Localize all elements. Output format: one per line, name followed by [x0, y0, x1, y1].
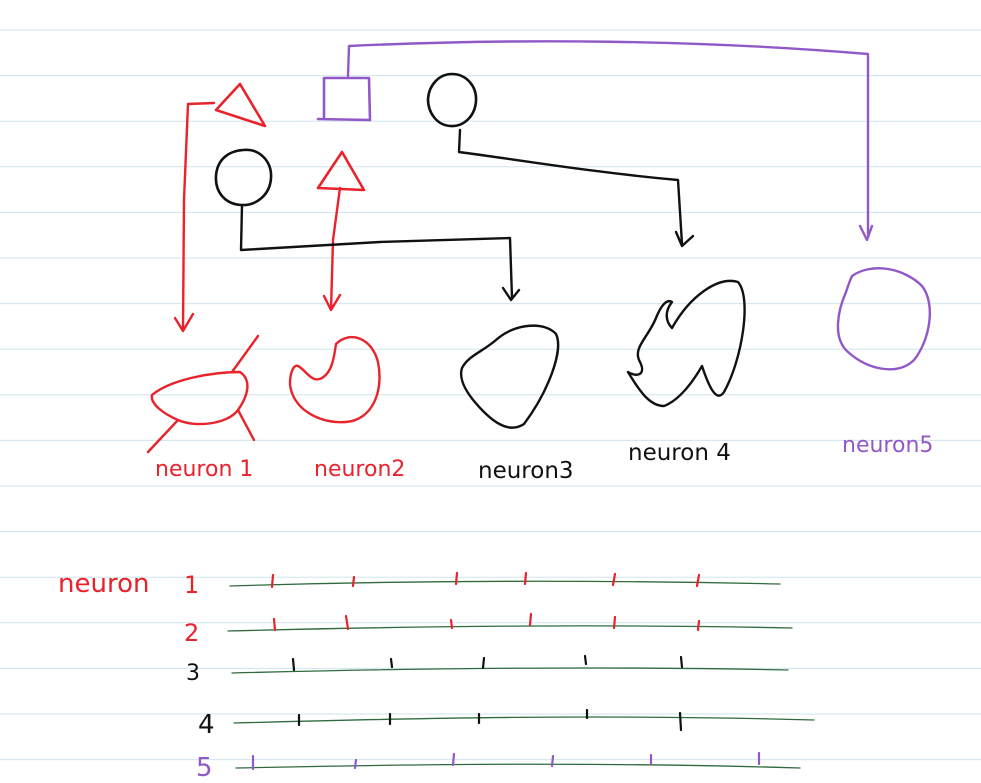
spike-tick — [695, 573, 701, 588]
raster-row-5-label: 5 — [196, 753, 213, 783]
raster-row-2-label: 2 — [184, 619, 199, 647]
spike-tick — [523, 571, 528, 586]
neuron-2-label: neuron2 — [314, 457, 405, 482]
red-triangle-stimulus-2 — [316, 150, 366, 192]
black-arrow-to-neuron-3 — [239, 203, 521, 302]
spike-tick — [550, 754, 555, 768]
spike-tick — [612, 615, 617, 630]
raster-row-header: neuron — [58, 569, 149, 599]
spike-tick — [353, 758, 358, 770]
neuron-4-label: neuron 4 — [628, 440, 731, 466]
spike-tick — [272, 617, 277, 632]
spike-tick — [696, 619, 701, 632]
black-circle-stimulus-2 — [426, 72, 478, 128]
raster-row-4-label: 4 — [198, 710, 215, 740]
purple-arrow-to-neuron-5 — [346, 40, 874, 242]
spike-tick — [611, 572, 617, 587]
purple-square-stimulus — [316, 76, 372, 122]
spike-tick — [389, 657, 394, 669]
spike-tick — [451, 752, 456, 767]
neuron-5-cell — [836, 267, 932, 371]
spike-tick — [678, 711, 683, 732]
red-arrow-to-neuron-1 — [173, 101, 216, 333]
spike-tick — [344, 614, 350, 631]
neuron-1-label: neuron 1 — [155, 457, 253, 482]
spike-tick — [270, 573, 275, 589]
neuron-5-label: neuron5 — [842, 433, 933, 458]
spike-tick — [583, 654, 588, 666]
spike-tick — [449, 618, 454, 630]
spike-tick — [528, 612, 533, 627]
black-arrow-to-neuron-4 — [457, 128, 695, 248]
raster-row-3-label: 3 — [186, 661, 200, 686]
raster-timeline-4 — [233, 716, 815, 724]
spike-tick — [351, 575, 356, 588]
raster-timeline-1 — [229, 580, 781, 587]
raster-timeline-2 — [227, 625, 793, 632]
neuron-3-cell — [459, 324, 560, 429]
black-circle-stimulus-1 — [214, 148, 273, 207]
raster-row-1-label: 1 — [184, 571, 199, 599]
red-triangle-stimulus-1 — [214, 82, 267, 128]
neuron-1-cell — [146, 334, 260, 454]
raster-timeline-5 — [235, 763, 801, 769]
neuron-4-cell — [626, 279, 746, 408]
spike-tick — [291, 657, 296, 672]
spike-tick — [481, 656, 486, 670]
raster-timeline-3 — [231, 667, 789, 674]
spike-tick — [454, 571, 459, 586]
ruled-lines — [0, 29, 981, 761]
neuron-2-cell — [288, 335, 381, 424]
spike-tick — [679, 655, 684, 669]
red-arrow-to-neuron-2 — [322, 186, 342, 312]
neuron-3-label: neuron3 — [478, 458, 574, 484]
